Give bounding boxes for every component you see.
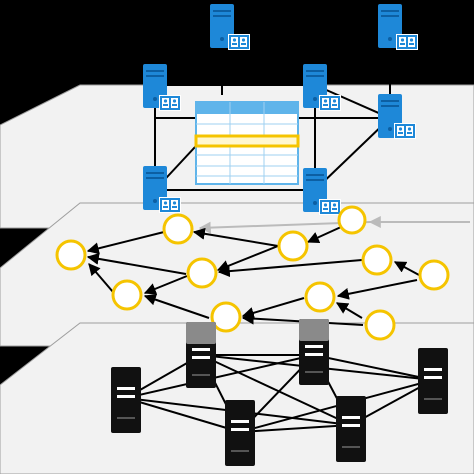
- graph-node-icon: [304, 281, 336, 313]
- graph-node-icon: [186, 257, 218, 289]
- contact-card-icon: [319, 95, 341, 111]
- middle-layer-links: [86, 216, 470, 326]
- physical-server-icon: [418, 348, 448, 414]
- contact-card-icon: [319, 199, 341, 215]
- graph-node-icon: [361, 244, 393, 276]
- contact-card-icon: [394, 123, 416, 139]
- data-table-icon: [194, 101, 300, 185]
- graph-node-icon: [364, 309, 396, 341]
- middle-layer-nodes: [55, 205, 450, 341]
- graph-node-icon: [277, 230, 309, 262]
- contact-card-icon: [228, 34, 250, 50]
- graph-node-icon: [55, 239, 87, 271]
- physical-server-icon: [336, 396, 366, 462]
- graph-node-icon: [418, 259, 450, 291]
- middle-plane: [0, 202, 474, 347]
- contact-card-icon: [159, 197, 181, 213]
- physical-server-icon: [299, 319, 329, 385]
- graph-node-icon: [162, 213, 194, 245]
- graph-node-icon: [210, 301, 242, 333]
- contact-card-icon: [396, 34, 418, 50]
- graph-node-icon: [337, 205, 367, 235]
- contact-card-icon: [159, 95, 181, 111]
- physical-server-icon: [186, 322, 216, 388]
- graph-node-icon: [111, 279, 143, 311]
- physical-server-icon: [225, 400, 255, 466]
- physical-server-icon: [111, 367, 141, 433]
